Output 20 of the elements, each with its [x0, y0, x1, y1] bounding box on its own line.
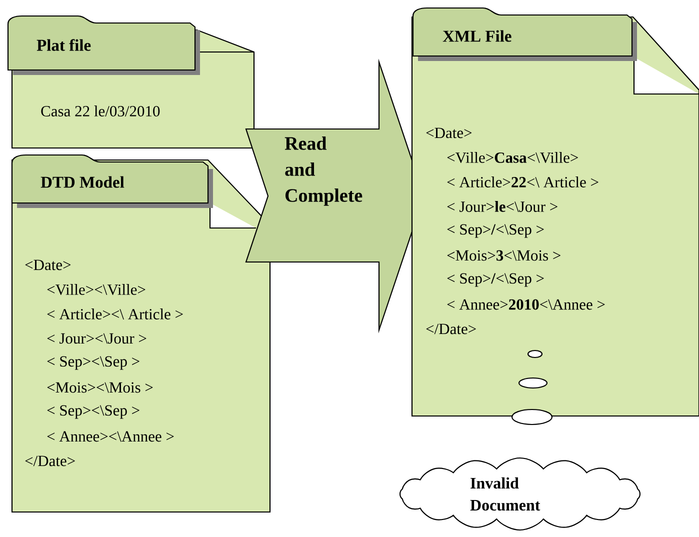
code-line: < Jour>le<\Jour >: [447, 201, 558, 212]
code-line: <Mois>3<\Mois >: [447, 250, 560, 261]
code-line: < Article><\ Article >: [47, 308, 183, 320]
code-line: <Date>: [426, 128, 472, 138]
code-line: < Sep>/<\Sep >: [447, 224, 544, 238]
code-line: < Sep><\Sep >: [47, 405, 140, 419]
code-line: < Sep><\Sep >: [47, 356, 140, 370]
code-line: <Date>: [25, 260, 71, 270]
code-line: < Annee><\Annee >: [47, 431, 174, 442]
code-line: < Jour><\Jour >: [47, 333, 146, 344]
code-line: </Date>: [426, 324, 476, 334]
code-line: < Sep>/<\Sep >: [447, 273, 544, 287]
thought-cloud: Invalid Document: [399, 350, 641, 531]
code-line: <Mois><\Mois >: [47, 382, 153, 393]
code-line: < Annee>2010<\Annee >: [447, 299, 605, 310]
code-line: Casa 22 le/03/2010: [41, 106, 160, 116]
code-line: < Article>22<\ Article >: [447, 176, 598, 188]
code-line: <Ville>Casa<\Ville>: [447, 152, 578, 163]
code-line: <Ville><\Ville>: [47, 284, 146, 295]
code-line: </Date>: [25, 456, 75, 466]
